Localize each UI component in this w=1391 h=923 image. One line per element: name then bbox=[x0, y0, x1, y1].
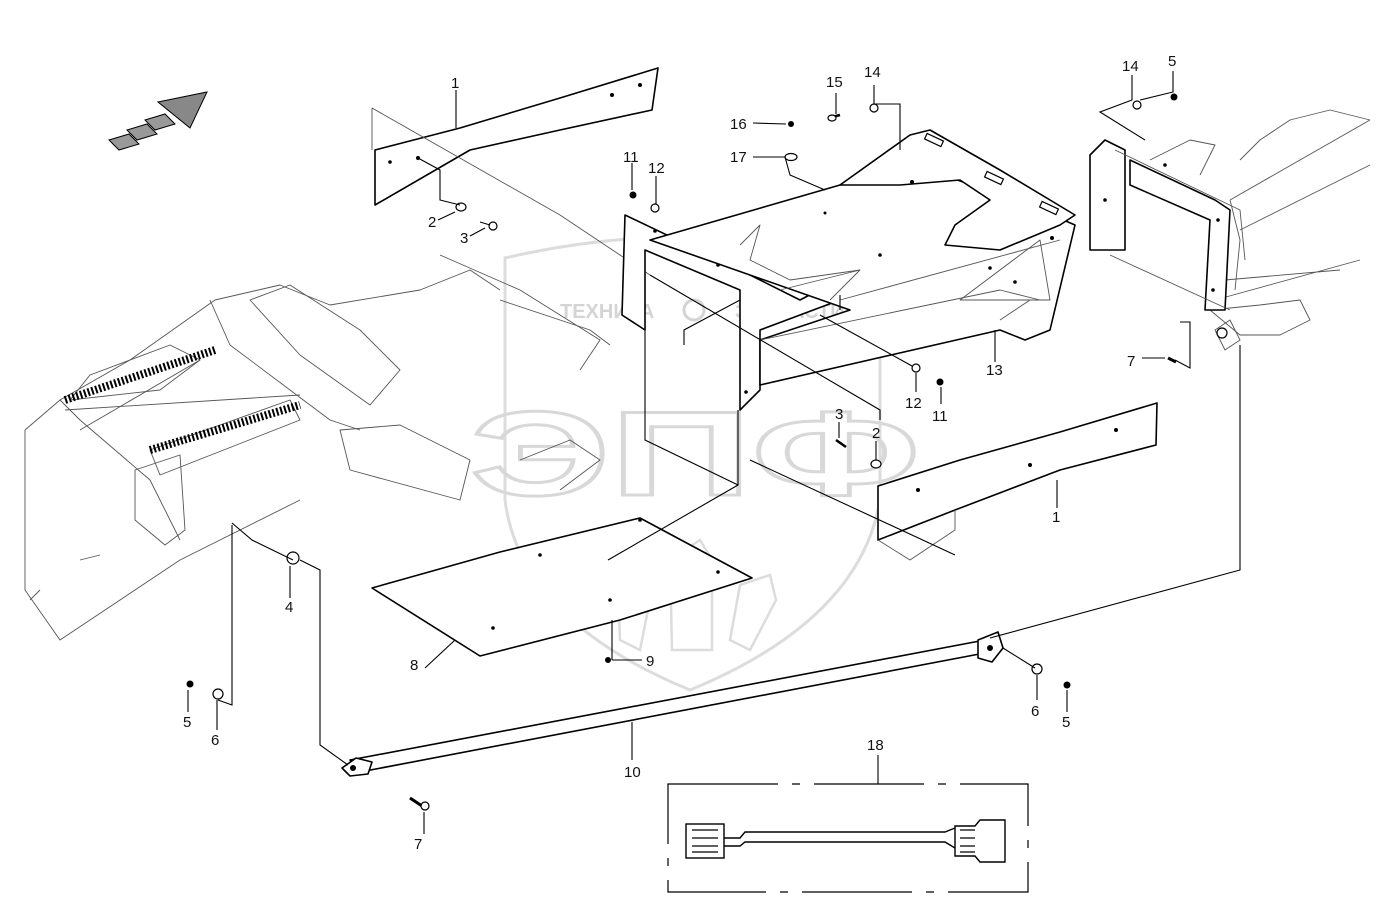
hardware bbox=[186, 93, 1241, 811]
callout-1: 1 bbox=[451, 75, 459, 92]
callout-5: 5 bbox=[183, 714, 191, 731]
gear-icon bbox=[682, 298, 706, 322]
part-1-upper-shield bbox=[371, 67, 659, 276]
callout-9: 9 bbox=[646, 653, 654, 670]
callout-3: 3 bbox=[460, 230, 468, 247]
callout-2: 2 bbox=[428, 214, 436, 231]
rear-mount-bracket bbox=[1089, 139, 1246, 311]
callout-12: 12 bbox=[905, 395, 922, 412]
callout-1: 1 bbox=[1052, 509, 1060, 526]
callout-5: 5 bbox=[1062, 714, 1070, 731]
callout-3: 3 bbox=[835, 406, 843, 423]
direction-arrow-icon bbox=[108, 91, 208, 151]
callout-2: 2 bbox=[872, 425, 880, 442]
callout-12: 12 bbox=[648, 160, 665, 177]
callout-labels: 1 1 2 2 3 3 4 5 5 5 6 6 7 7 8 9 10 11 11… bbox=[183, 53, 1176, 853]
callout-15: 15 bbox=[826, 74, 843, 91]
callout-11: 11 bbox=[932, 408, 948, 425]
part-18-wiring-harness bbox=[667, 755, 1029, 893]
callout-10: 10 bbox=[624, 764, 641, 781]
callout-4: 4 bbox=[285, 599, 293, 616]
callout-7: 7 bbox=[1127, 353, 1135, 370]
callout-17: 17 bbox=[730, 149, 747, 166]
part-13-cross-beam bbox=[649, 129, 1076, 386]
callout-18: 18 bbox=[867, 737, 884, 754]
callout-16: 16 bbox=[730, 116, 747, 133]
watermark-monogram: ЭПФ bbox=[470, 387, 920, 521]
callout-14: 14 bbox=[864, 64, 881, 81]
callout-6: 6 bbox=[1031, 703, 1039, 720]
callout-11: 11 bbox=[623, 149, 639, 166]
callout-13: 13 bbox=[986, 362, 1003, 379]
machine-frame-background bbox=[24, 109, 1371, 641]
callout-6: 6 bbox=[211, 732, 219, 749]
part-10-stay-rod bbox=[341, 631, 1004, 777]
callout-14: 14 bbox=[1122, 58, 1139, 75]
part-8-bottom-plate bbox=[371, 517, 753, 657]
callout-8: 8 bbox=[410, 657, 418, 674]
leader-lines bbox=[187, 71, 1241, 834]
callout-7: 7 bbox=[414, 836, 422, 853]
springs bbox=[63, 346, 302, 454]
callout-5: 5 bbox=[1168, 53, 1176, 70]
